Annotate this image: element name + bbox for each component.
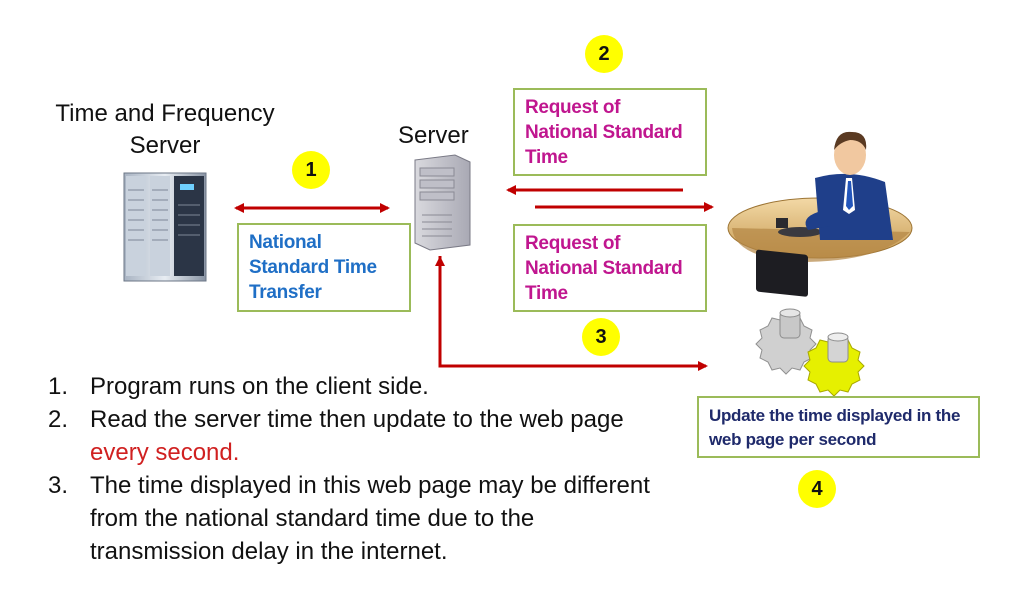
rack-server-icon: [123, 172, 207, 282]
step-badge-1: 1: [292, 151, 330, 189]
step-highlight: every second.: [90, 439, 240, 466]
user-at-desk-icon: [727, 131, 913, 297]
request-box-upper: Request of National Standard Time: [513, 88, 707, 176]
update-box: Update the time displayed in the web pag…: [697, 396, 980, 458]
arrow-update: [435, 256, 708, 371]
step-number: 2.: [48, 406, 69, 433]
request-box-lower: Request of National Standard Time: [513, 224, 707, 312]
step-text: The time displayed in this web page may …: [90, 472, 650, 565]
step-number: 1.: [48, 373, 69, 400]
tf-server-label: Time and Frequency Server: [55, 100, 275, 159]
step-badge-3: 3: [582, 318, 620, 356]
step-badge-4: 4: [798, 470, 836, 508]
step-text: Read the server time then update to the …: [90, 406, 624, 433]
step-text: Program runs on the client side.: [90, 373, 429, 400]
list-item: 2. Read the server time then update to t…: [48, 403, 698, 469]
server-label: Server: [398, 122, 469, 149]
tower-server-icon: [414, 154, 471, 251]
list-item: 1. Program runs on the client side.: [48, 370, 698, 403]
steps-list: 1. Program runs on the client side. 2. R…: [48, 370, 698, 568]
list-item: 3. The time displayed in this web page m…: [48, 469, 698, 568]
gear-database-icon: [755, 308, 865, 397]
step-number: 3.: [48, 472, 69, 499]
step-badge-2: 2: [585, 35, 623, 73]
transfer-box: National Standard Time Transfer: [237, 223, 411, 312]
